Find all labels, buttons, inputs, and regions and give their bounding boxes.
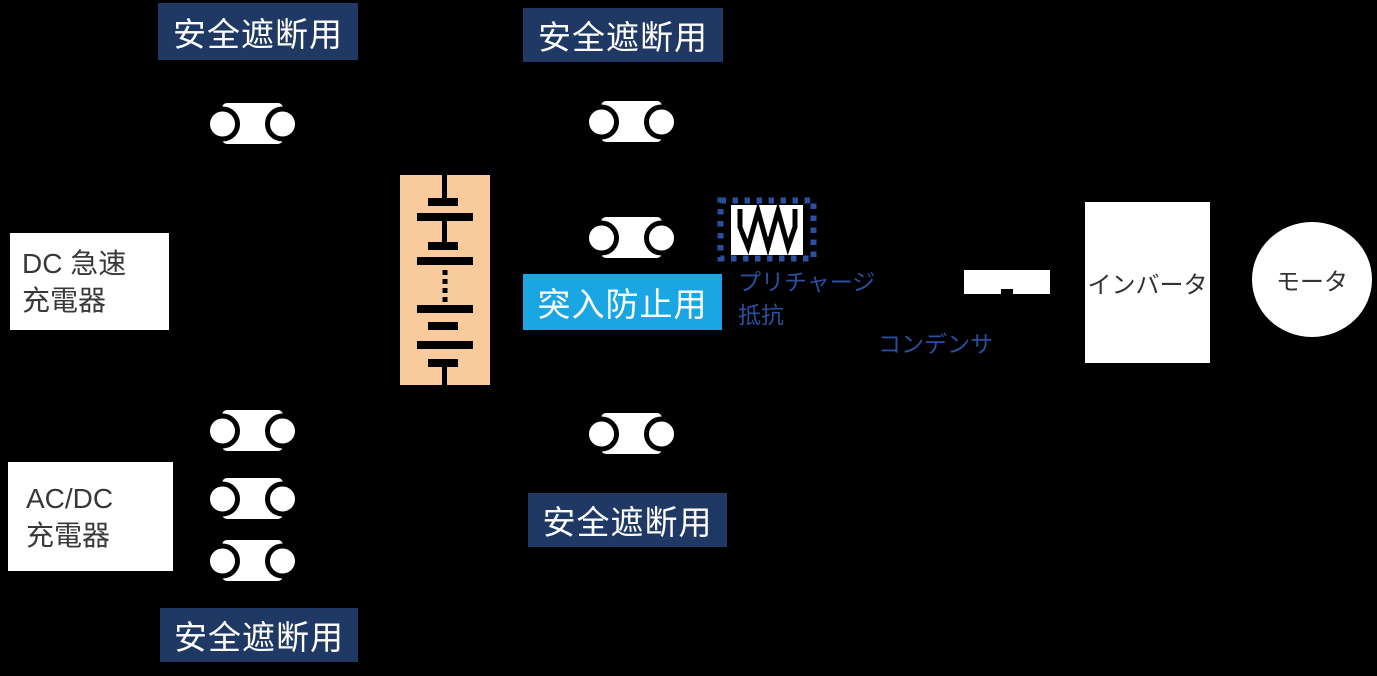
safety-relay-left-1 xyxy=(205,410,300,451)
battery-box xyxy=(400,175,490,385)
inrush-prevention-label: 突入防止用 xyxy=(523,274,722,330)
precharge-resistor-label-line1: プリチャージ xyxy=(738,269,876,295)
relay-terminal-left-icon xyxy=(205,106,240,141)
ac-dc-charger-box: AC/DC 充電器 xyxy=(8,462,173,571)
relay-terminal-left-icon xyxy=(584,416,619,451)
ac-dc-charger-label-line1: AC/DC xyxy=(26,482,114,514)
relay-terminal-left-icon xyxy=(205,543,240,578)
safety-shutoff-label-top-left: 安全遮断用 xyxy=(158,3,358,60)
relay-terminal-left-icon xyxy=(584,220,619,255)
relay-terminal-left-icon xyxy=(205,413,240,448)
ac-dc-charger-label-line2: 充電器 xyxy=(26,519,111,551)
safety-shutoff-label-bottom-left: 安全遮断用 xyxy=(160,608,358,662)
relay-terminal-right-icon xyxy=(265,481,300,516)
relay-terminal-right-icon xyxy=(265,543,300,578)
dc-quick-charger-label-line2: 充電器 xyxy=(22,284,107,316)
inverter-box: インバータ xyxy=(1085,202,1210,363)
dc-quick-charger-label-line1: DC 急速 xyxy=(22,247,127,279)
inverter-label: インバータ xyxy=(1087,272,1208,299)
precharge-resistor-label-line2: 抵抗 xyxy=(738,302,784,328)
relay-terminal-right-icon xyxy=(265,413,300,448)
relay-terminal-left-icon xyxy=(205,481,240,516)
dc-quick-charger-box: DC 急速 充電器 xyxy=(10,233,169,330)
motor-label: モータ xyxy=(1276,269,1348,296)
relay-terminal-right-icon xyxy=(644,104,679,139)
precharge-resistor-icon xyxy=(717,197,817,262)
relay-terminal-right-icon xyxy=(644,416,679,451)
safety-relay-left-3 xyxy=(205,540,300,581)
safety-relay-top-middle xyxy=(584,101,679,142)
relay-terminal-right-icon xyxy=(265,106,300,141)
capacitor-gap xyxy=(1001,289,1013,294)
precharge-relay xyxy=(584,217,679,258)
relay-terminal-right-icon xyxy=(644,220,679,255)
motor-circle: モータ xyxy=(1252,222,1372,337)
relay-terminal-left-icon xyxy=(584,104,619,139)
capacitor-label: コンデンサ xyxy=(878,331,993,357)
capacitor-icon xyxy=(964,270,1050,294)
safety-shutoff-label-bottom-middle: 安全遮断用 xyxy=(528,493,727,547)
precharge-resistor-label: プリチャージ 抵抗 xyxy=(738,266,875,332)
safety-shutoff-label-top-middle: 安全遮断用 xyxy=(523,8,723,62)
battery-cells-icon xyxy=(417,175,473,385)
safety-relay-top-left xyxy=(205,103,300,144)
safety-relay-left-2 xyxy=(205,478,300,519)
safety-relay-bottom-middle xyxy=(584,413,679,454)
